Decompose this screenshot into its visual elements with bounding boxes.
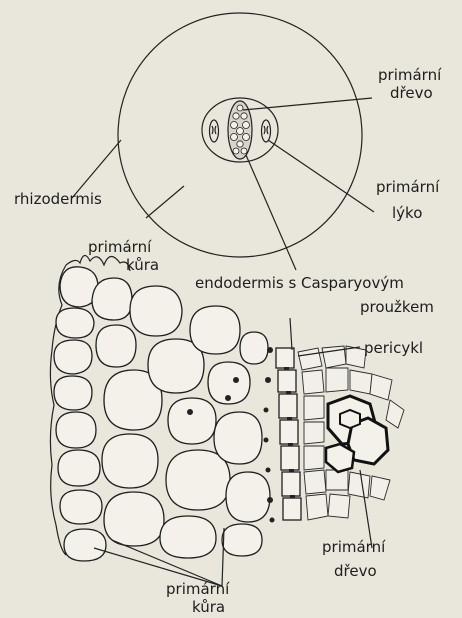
label-endodermis-1: endodermis s Casparyovým [195, 274, 404, 292]
endodermis-column [276, 348, 301, 520]
label-primary-xylem-top-1: primární [378, 66, 442, 84]
label-primary-phloem-2: lýko [392, 204, 422, 222]
label-primary-cortex-bottom-2: kůra [192, 598, 225, 616]
endodermis-cell [281, 446, 299, 470]
stele-xylem [326, 396, 388, 472]
leader-endodermis [290, 318, 292, 350]
phloem-left [210, 120, 219, 142]
endodermis-cell [280, 420, 298, 444]
leader-cortex-mid [146, 186, 184, 218]
endodermis-cell [276, 348, 294, 368]
label-primary-xylem-top-2: dřevo [390, 84, 433, 102]
label-primary-cortex-bottom-1: primární [166, 580, 230, 598]
tissue-detail [50, 255, 404, 561]
label-pericycle: pericykl [364, 339, 423, 357]
label-primary-xylem-bottom-2: dřevo [334, 562, 377, 580]
endodermis-cell [283, 498, 301, 520]
label-primary-cortex-mid-1: primární [88, 238, 152, 256]
label-rhizodermis: rhizodermis [14, 190, 102, 208]
label-primary-phloem-1: primární [376, 178, 440, 196]
root-overview [118, 13, 362, 257]
endodermis-cell [278, 370, 296, 392]
label-primary-xylem-bottom-1: primární [322, 538, 386, 556]
label-primary-cortex-mid-2: kůra [126, 256, 159, 274]
label-endodermis-2: proužkem [360, 298, 434, 316]
leader-phloem [268, 140, 374, 212]
endodermis-cell [279, 394, 297, 418]
endodermis-cell [282, 472, 300, 496]
phloem-right [262, 120, 271, 142]
